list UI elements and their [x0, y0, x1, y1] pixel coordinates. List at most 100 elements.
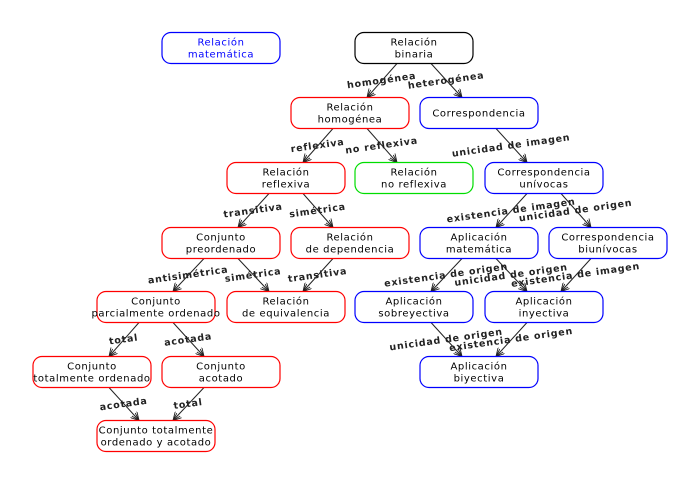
node-label: Relación [390, 167, 437, 179]
edge-arrow [495, 258, 527, 292]
node-box [290, 96, 410, 130]
edge-parcial-to-total: total [108, 322, 140, 357]
edge-preordenado-to-parcial: antisimétrica [147, 258, 229, 292]
node-label: matemática [446, 244, 512, 256]
edge-arrow [238, 193, 270, 228]
node-box [161, 226, 281, 260]
node-label: Conjunto [67, 362, 117, 373]
node-label: unívocas [519, 179, 568, 191]
edge-arrow [108, 387, 139, 421]
edge-label: transitiva [287, 266, 348, 285]
edge-label: simétrica [289, 202, 347, 221]
node-box [161, 355, 281, 389]
nodes: RelaciónmatemáticaRelaciónbinariaRelació… [32, 31, 668, 453]
edge-label: total [108, 333, 139, 348]
edge-binaria-to-correspondencia: heterogénea [407, 63, 485, 98]
edge-label: transitiva [223, 201, 284, 220]
node-box [290, 226, 410, 260]
node-label: ordenado y acotado [101, 438, 212, 449]
node-box [226, 290, 346, 324]
edge-arrow [431, 258, 463, 292]
node-label: Relación [326, 102, 373, 114]
edge-correspondencia-to-univocas: unicidad de imagen [451, 128, 571, 163]
edge-label: acotada [163, 331, 212, 349]
edge-arrow [367, 63, 398, 98]
node-box [484, 290, 604, 324]
node-box [161, 31, 281, 65]
node-label: homogénea [318, 114, 383, 126]
node-label: Aplicación [450, 232, 507, 244]
node-label: Aplicación [515, 296, 572, 308]
node-box [548, 226, 668, 260]
edge-arrow [172, 322, 204, 357]
edge-arrow [303, 128, 334, 163]
node-box [226, 161, 346, 195]
node-label: Relación [326, 232, 373, 244]
edge-label: reflexiva [290, 137, 345, 155]
node-label: de dependencia [306, 245, 395, 256]
node-label: Relación [390, 37, 437, 49]
node-label: Conjunto [196, 362, 246, 373]
node-label: biyectiva [454, 374, 505, 385]
edge-acotado-to-total-acotado: total [173, 387, 205, 421]
node-label: matemática [188, 49, 254, 61]
node-label: Relación [262, 167, 309, 179]
edge-label: unicidad de imagen [451, 132, 571, 160]
edge-arrow [496, 322, 528, 357]
edge-label: existencia de origen [449, 326, 574, 354]
node-label: Relación [197, 37, 244, 49]
edge-homogenea-to-no-reflexiva: no reflexiva [345, 128, 419, 163]
edge-dependencia-to-equivalencia: transitiva [287, 258, 348, 292]
node-label: Correspondencia [497, 168, 590, 179]
edge-label: simétrica [224, 266, 282, 285]
node-label: inyectiva [519, 309, 570, 320]
node-label: Conjunto [196, 233, 246, 244]
node-box [419, 355, 539, 389]
edge-preordenado-to-equivalencia: simétrica [224, 258, 282, 292]
node-label: binaria [395, 50, 434, 61]
node-label: preordenado [186, 245, 256, 256]
node-box [354, 161, 474, 195]
edge-arrow [109, 322, 140, 357]
edge-arrow [303, 258, 334, 292]
node-box [96, 419, 216, 453]
node-box [354, 290, 474, 324]
node-box [419, 226, 539, 260]
node-box [419, 96, 539, 130]
node-label: Correspondencia [432, 109, 525, 120]
edge-label: no reflexiva [345, 135, 419, 156]
edge-arrow [237, 258, 269, 292]
node-label: totalmente ordenado [33, 374, 150, 385]
edge-label: acotada [99, 396, 148, 414]
node-box [484, 161, 604, 195]
edge-parcial-to-acotado: acotada [163, 322, 213, 357]
edge-homogenea-to-reflexiva: reflexiva [290, 128, 345, 163]
node-label: Relación [262, 296, 309, 308]
node-label: sobreyectiva [378, 309, 449, 320]
node-label: acotado [199, 374, 243, 385]
edge-label: existencia de imagen [511, 261, 641, 290]
edge-arrow [560, 193, 591, 228]
edge-arrow [430, 63, 462, 98]
edge-arrow [366, 128, 397, 163]
edge-reflexiva-to-preordenado: transitiva [223, 193, 284, 228]
node-box [32, 355, 152, 389]
edge-arrow [561, 258, 592, 292]
edge-arrow [173, 258, 205, 292]
